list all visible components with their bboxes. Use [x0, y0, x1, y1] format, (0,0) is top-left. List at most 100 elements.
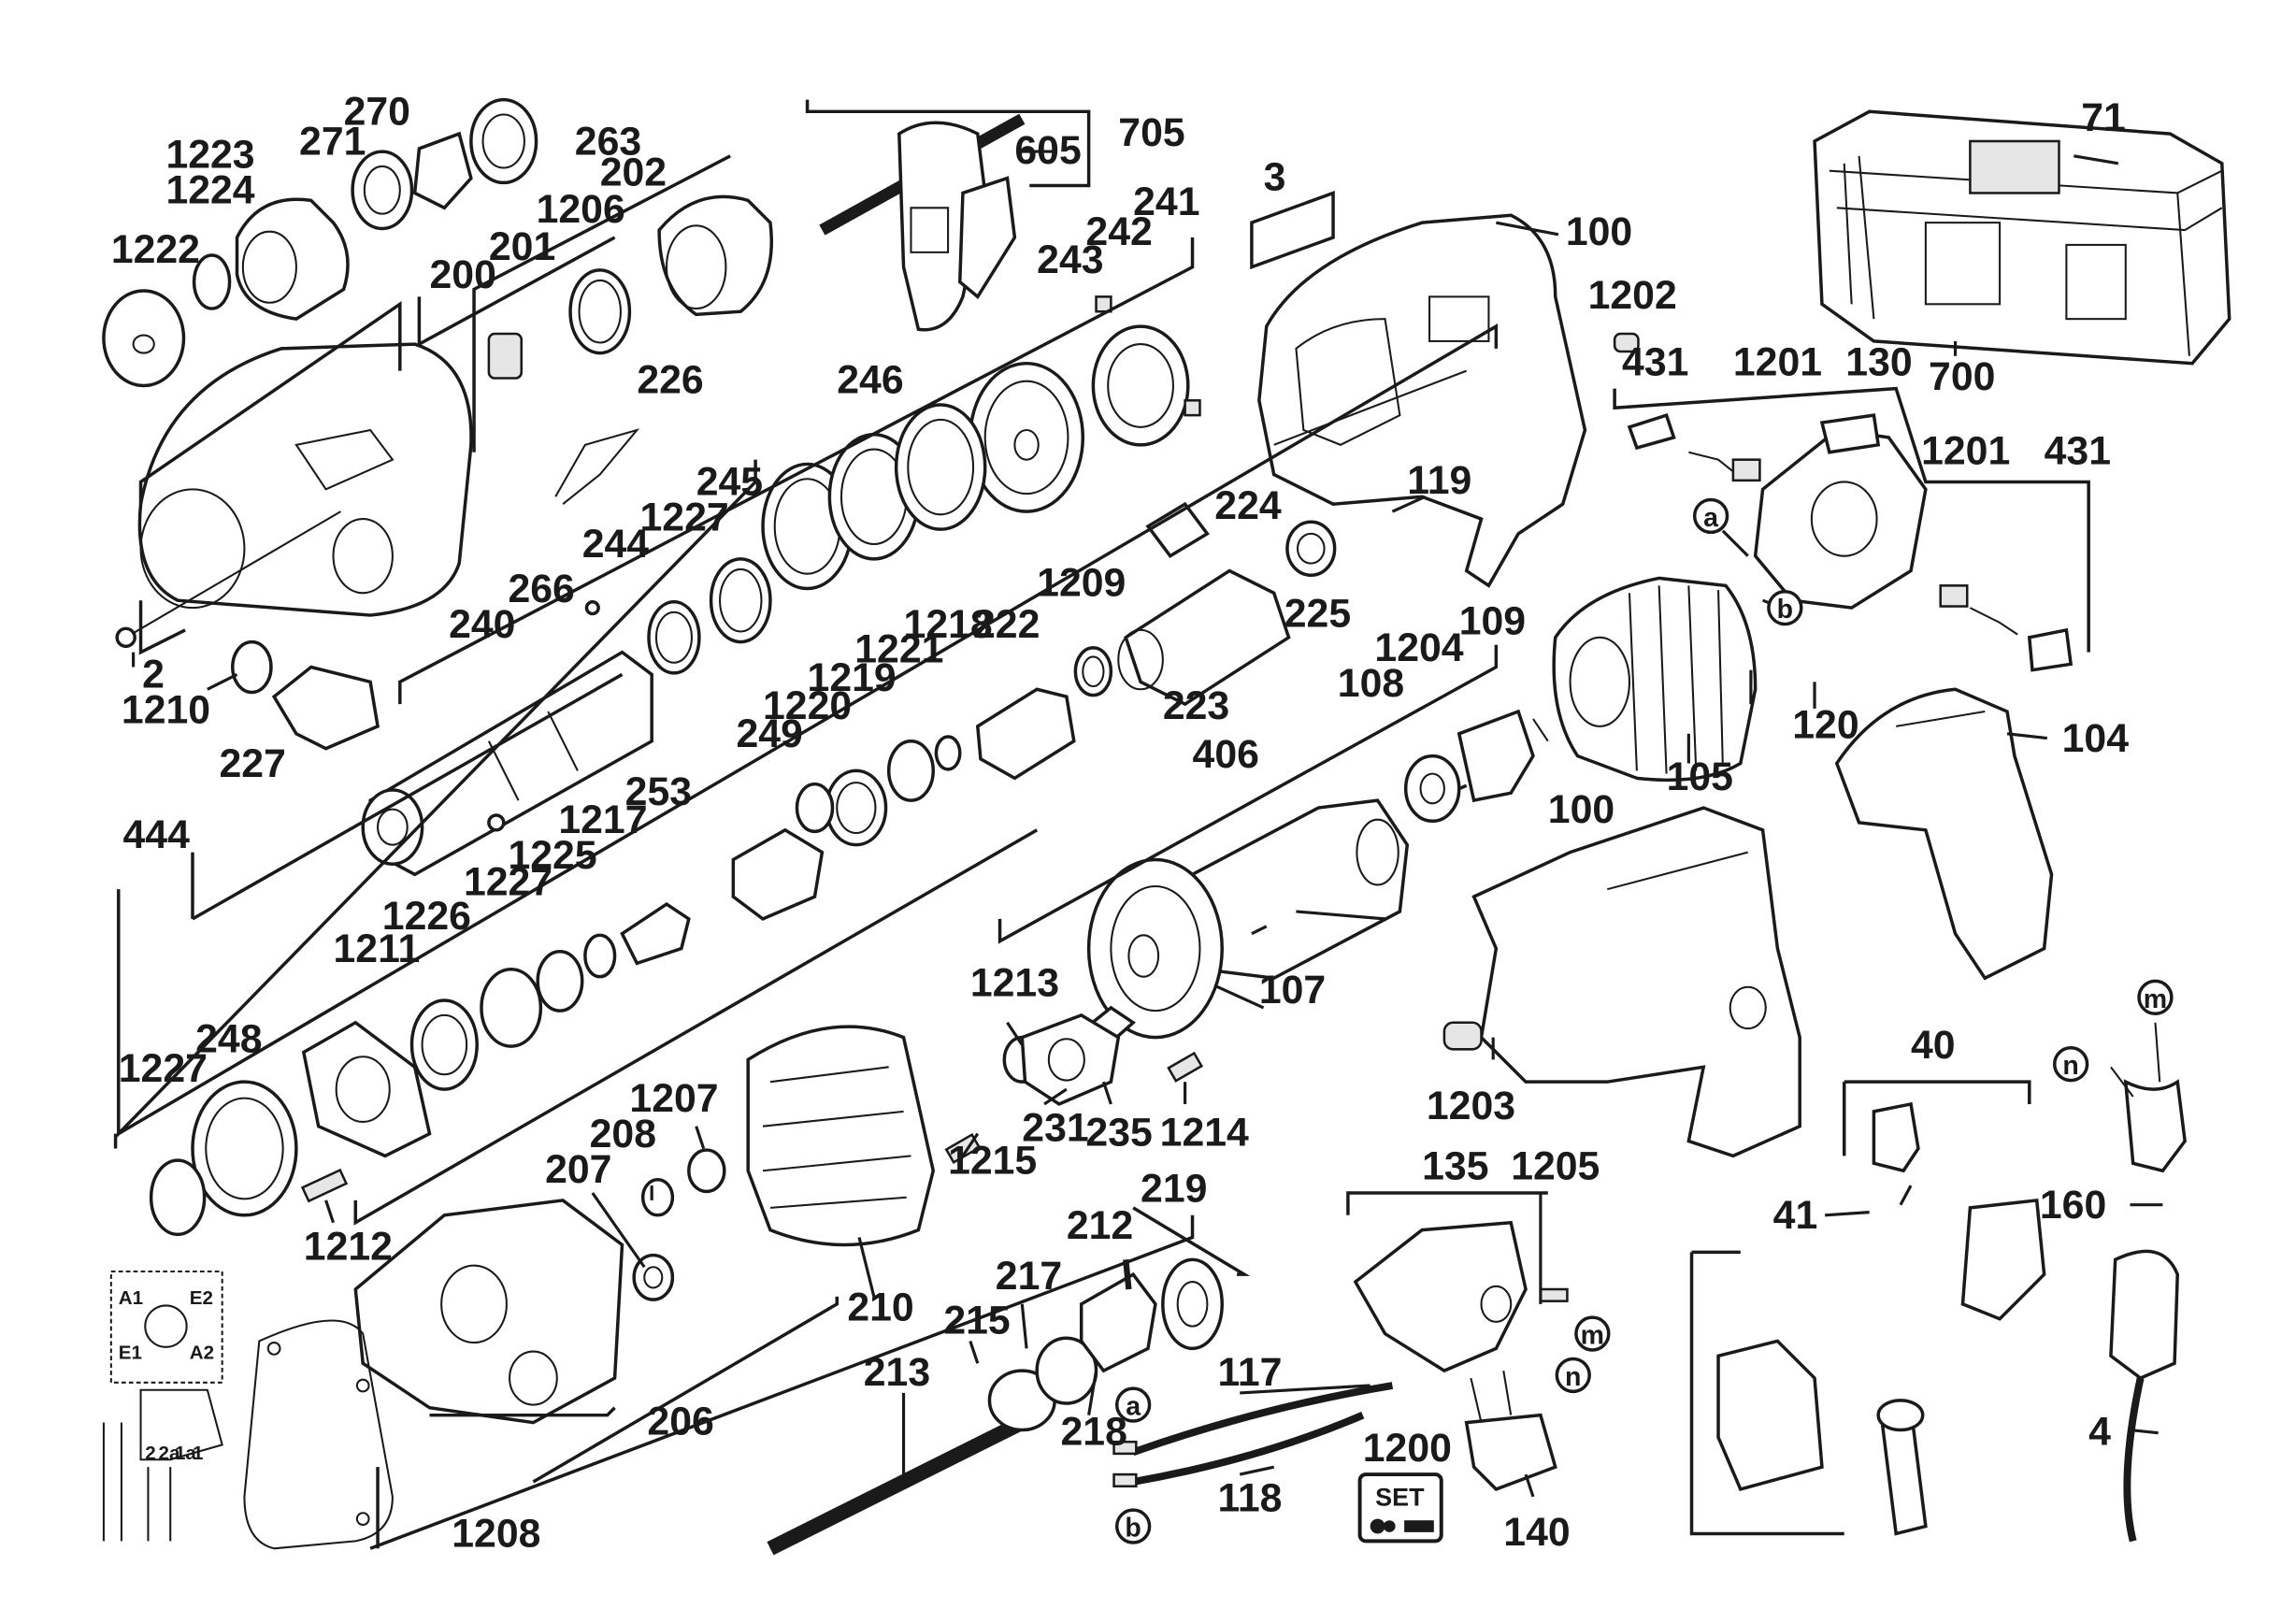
- part-label-41: 41: [1773, 1193, 1818, 1238]
- part-label-119: 119: [1407, 458, 1471, 503]
- part-label-226: 226: [637, 357, 703, 402]
- part-label-406: 406: [1193, 732, 1259, 777]
- callout-n-cable: n: [2062, 1051, 2078, 1081]
- part-label-120: 120: [1792, 703, 1858, 748]
- part-label-1213: 1213: [970, 960, 1059, 1005]
- spring-set-drawing: [647, 403, 987, 675]
- wiring-label-a2: A2: [190, 1342, 214, 1363]
- part-label-1217: 1217: [558, 797, 647, 842]
- part-label-206: 206: [647, 1399, 713, 1443]
- part-label-201: 201: [489, 224, 555, 269]
- part-label-223: 223: [1163, 683, 1229, 728]
- gasket-drawing: [243, 1319, 394, 1550]
- part-label-266: 266: [508, 567, 574, 611]
- part-label-1207: 1207: [629, 1076, 718, 1121]
- fan-guard-drawing: [746, 1025, 936, 1247]
- part-label-1203: 1203: [1427, 1084, 1515, 1128]
- chuck-parts-drawing: [102, 97, 774, 506]
- part-label-231: 231: [1022, 1106, 1088, 1151]
- stator-drawing: [1552, 576, 1758, 783]
- part-label-1226: 1226: [382, 894, 471, 939]
- part-label-1201-left: 1201: [1733, 339, 1822, 384]
- part-label-1211: 1211: [334, 926, 421, 971]
- part-label-1208: 1208: [452, 1512, 540, 1557]
- part-label-227: 227: [220, 741, 286, 786]
- handle-half-drawing: [1834, 687, 2054, 981]
- part-label-235: 235: [1085, 1110, 1152, 1155]
- part-label-240: 240: [449, 602, 515, 647]
- part-label-3: 3: [1264, 154, 1286, 199]
- wiring-label-e1: E1: [119, 1342, 142, 1363]
- part-label-431-right: 431: [2045, 428, 2111, 473]
- part-label-217: 217: [996, 1254, 1062, 1299]
- assembled-tool-drawing: [1442, 806, 1801, 1158]
- part-label-71: 71: [2081, 95, 2126, 140]
- part-label-431-left: 431: [1622, 339, 1688, 384]
- part-label-210: 210: [847, 1285, 913, 1329]
- part-label-1224: 1224: [165, 168, 254, 213]
- part-label-202: 202: [600, 151, 667, 195]
- part-label-1225: 1225: [508, 833, 596, 878]
- part-label-4: 4: [2088, 1409, 2111, 1454]
- part-label-2: 2: [142, 653, 165, 697]
- part-label-218: 218: [1061, 1409, 1127, 1454]
- part-label-130: 130: [1845, 339, 1912, 384]
- part-label-1227-top: 1227: [640, 496, 729, 540]
- callout-m-switch: m: [1581, 1321, 1604, 1351]
- part-label-1215: 1215: [948, 1138, 1037, 1183]
- callout-a-wire: a: [1126, 1392, 1141, 1422]
- part-label-208: 208: [590, 1112, 656, 1156]
- part-label-1218: 1218: [904, 602, 993, 647]
- part-label-270: 270: [344, 90, 410, 135]
- part-label-246: 246: [837, 357, 903, 402]
- part-label-219: 219: [1141, 1167, 1207, 1212]
- part-label-271: 271: [299, 119, 366, 164]
- part-label-40: 40: [1911, 1023, 1956, 1068]
- part-label-104: 104: [2062, 716, 2130, 761]
- part-label-107: 107: [1259, 968, 1326, 1013]
- part-label-700: 700: [1929, 354, 1995, 399]
- part-label-1205: 1205: [1511, 1144, 1600, 1189]
- wiring-term-2: 2: [145, 1443, 155, 1464]
- wiring-term-2a: 2a: [159, 1443, 180, 1464]
- part-label-241: 241: [1133, 180, 1199, 224]
- part-labels: 71 700 270 263 271 1223 1224 202 1206 20…: [111, 90, 2129, 1557]
- wiring-schematic: A1 E2 E1 A2 2 2a 1a 1: [102, 1270, 223, 1542]
- part-label-224: 224: [1214, 483, 1282, 528]
- part-label-243: 243: [1037, 237, 1103, 282]
- part-label-1222: 1222: [111, 227, 200, 272]
- leader-lines: [113, 99, 2163, 1550]
- side-handle-drawing: [819, 113, 1026, 332]
- part-label-1204: 1204: [1374, 625, 1463, 670]
- part-label-213: 213: [864, 1350, 930, 1395]
- armature-drawing: [1033, 709, 1549, 1084]
- part-label-245: 245: [696, 460, 763, 505]
- callouts: a b a b m n m n: [1114, 497, 2174, 1544]
- part-label-705: 705: [1118, 110, 1184, 155]
- wiring-label-a1: A1: [119, 1287, 143, 1309]
- part-label-140: 140: [1503, 1510, 1570, 1555]
- wiring-label-e2: E2: [190, 1287, 213, 1309]
- switch-drawing: [1353, 1220, 1569, 1491]
- callout-b-stator: b: [1777, 595, 1793, 625]
- part-label-215: 215: [943, 1299, 1010, 1343]
- part-label-605: 605: [1014, 128, 1081, 173]
- part-label-108: 108: [1338, 661, 1404, 706]
- cable-parts-drawing: [1716, 1022, 2187, 1543]
- part-label-1227-mid: 1227: [464, 860, 552, 905]
- motor-housing-top-drawing: [1250, 190, 1640, 588]
- part-label-160: 160: [2040, 1183, 2106, 1228]
- part-label-263: 263: [575, 119, 641, 164]
- part-label-1223: 1223: [165, 133, 254, 178]
- set-badge: SET: [1357, 1472, 1443, 1544]
- part-label-118: 118: [1217, 1476, 1282, 1521]
- part-label-1210: 1210: [122, 688, 210, 733]
- part-label-1212: 1212: [304, 1224, 393, 1269]
- part-label-1227-low: 1227: [119, 1046, 208, 1091]
- callout-n-switch: n: [1565, 1362, 1581, 1392]
- part-label-100-top: 100: [1566, 209, 1632, 254]
- part-label-100-tool: 100: [1548, 787, 1614, 832]
- part-label-1200: 1200: [1363, 1426, 1452, 1471]
- wire-leads-drawing: [1112, 1382, 1394, 1488]
